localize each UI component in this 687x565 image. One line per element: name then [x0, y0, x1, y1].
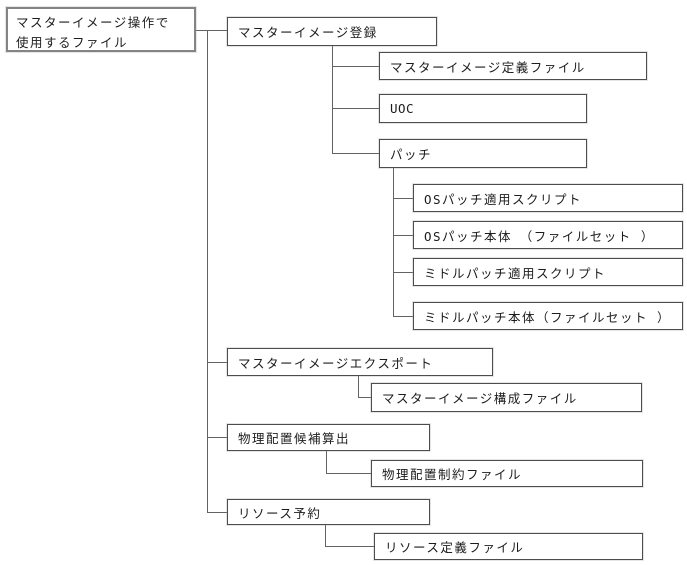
node-middle-patch-body-fileset: ミドルパッチ本体（ファイルセット ） [413, 302, 683, 330]
connector-elbow-export-h [358, 397, 371, 398]
connector-elbow-physical-layout-h [326, 473, 371, 474]
connector-stub-os-patch-body [393, 235, 413, 236]
connector-stub-middle-patch-script [393, 272, 413, 273]
node-physical-layout-constraint-file: 物理配置制約ファイル [371, 460, 643, 487]
node-middle-patch-apply-script: ミドルパッチ適用スクリプト [413, 258, 683, 286]
connector-elbow-resource-h [325, 546, 374, 547]
connector-stub-export [207, 362, 227, 363]
node-master-image-registration: マスターイメージ登録 [227, 17, 437, 46]
connector-stub-patch [332, 153, 379, 154]
connector-stub-resource-reservation [207, 512, 227, 513]
node-os-patch-body-fileset: OSパッチ本体 （ファイルセット ） [413, 221, 683, 249]
connector-trunk-registration-children [332, 46, 333, 153]
connector-stub-physical-layout [207, 437, 227, 438]
connector-stub-os-patch-script [393, 198, 413, 199]
connector-stub-definition-file [332, 66, 379, 67]
connector-elbow-resource-v [325, 525, 326, 546]
node-root-files-used-for-master-image-operations: マスターイメージ操作で 使用するファイル [6, 7, 196, 52]
node-physical-layout-candidate-calc: 物理配置候補算出 [227, 424, 430, 451]
node-master-image-definition-file: マスターイメージ定義ファイル [379, 52, 647, 80]
connector-stub-uoc [332, 108, 379, 109]
connector-trunk-level1 [207, 30, 208, 512]
node-uoc: UOC [379, 94, 587, 123]
node-os-patch-apply-script: OSパッチ適用スクリプト [413, 184, 683, 212]
node-resource-definition-file: リソース定義ファイル [374, 533, 643, 560]
node-master-image-export: マスターイメージエクスポート [227, 348, 493, 376]
connector-elbow-export-v [358, 376, 359, 397]
connector-root-stub [196, 30, 227, 31]
node-resource-reservation: リソース予約 [227, 499, 430, 525]
connector-stub-middle-patch-body [393, 316, 413, 317]
node-root-label-line2: 使用するファイル [16, 35, 129, 50]
node-patch: パッチ [379, 139, 587, 168]
connector-trunk-patch-children [393, 168, 394, 316]
connector-elbow-physical-layout-v [326, 451, 327, 473]
node-root-label-line1: マスターイメージ操作で [16, 15, 170, 30]
node-master-image-config-file: マスターイメージ構成ファイル [371, 383, 642, 412]
